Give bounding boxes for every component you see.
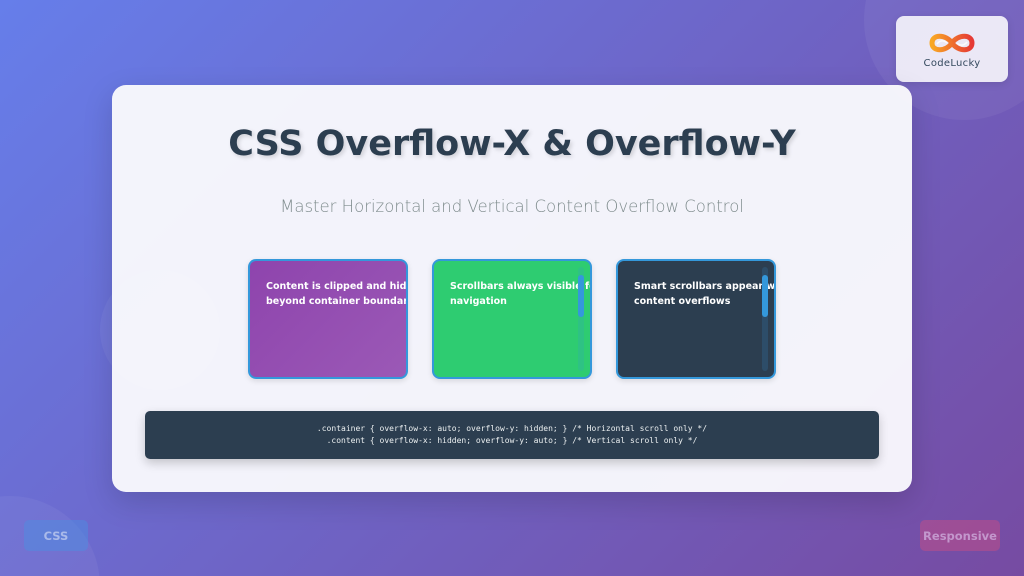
page-title: CSS Overflow-X & Overflow-Y — [228, 124, 796, 164]
brand-logo: CodeLucky — [896, 16, 1008, 82]
responsive-tag: Responsive — [920, 520, 1000, 551]
page-subtitle: Master Horizontal and Vertical Content O… — [280, 197, 744, 216]
overflow-scroll-demo[interactable]: Scrollbars always visible for navigation — [432, 259, 592, 379]
demo-text: Smart scrollbars appear when content ove… — [634, 281, 776, 307]
overflow-hidden-demo: Content is clipped and hidden beyond con… — [248, 259, 408, 379]
code-line: .content { overflow-x: hidden; overflow-… — [326, 436, 698, 445]
vertical-scrollbar[interactable] — [578, 267, 584, 371]
css-tag: CSS — [24, 520, 88, 551]
brand-name: CodeLucky — [923, 57, 981, 69]
overflow-auto-demo[interactable]: Smart scrollbars appear when content ove… — [616, 259, 776, 379]
vertical-scrollbar[interactable] — [762, 267, 768, 371]
code-line: .container { overflow-x: auto; overflow-… — [316, 424, 708, 433]
scrollbar-thumb[interactable] — [578, 275, 584, 317]
infinity-logo-icon — [929, 33, 975, 52]
scrollbar-thumb[interactable] — [762, 275, 768, 317]
demo-text: Content is clipped and hidden beyond con… — [266, 281, 408, 307]
demo-text: Scrollbars always visible for navigation — [450, 281, 592, 307]
code-snippet: .container { overflow-x: auto; overflow-… — [145, 411, 879, 459]
